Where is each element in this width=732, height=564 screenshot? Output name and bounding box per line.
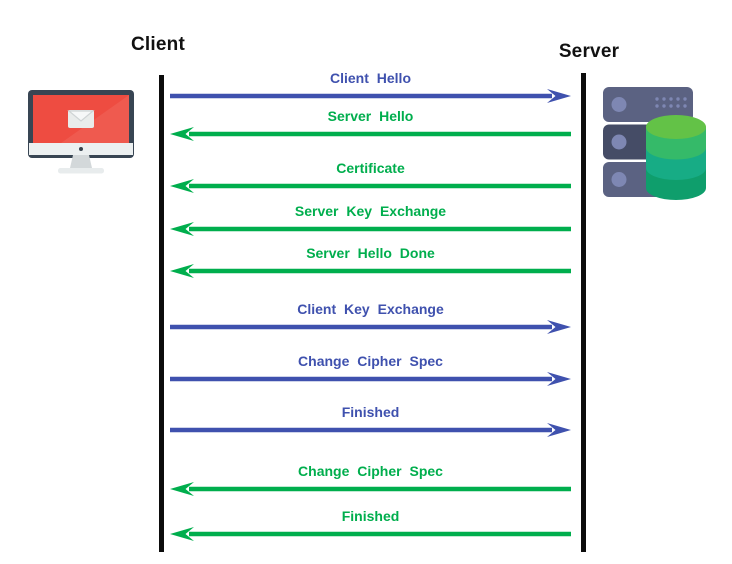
message-client-hello: Client Hello bbox=[169, 68, 572, 104]
arrow-left-icon bbox=[170, 264, 571, 278]
server-database-icon bbox=[603, 87, 706, 200]
message-label: Finished bbox=[341, 404, 400, 420]
message-server-hello: Server Hello bbox=[169, 106, 572, 142]
message-label: Server Key Exchange bbox=[294, 203, 447, 219]
message-finished-client: Finished bbox=[169, 402, 572, 438]
monitor-camera-dot bbox=[79, 147, 83, 151]
database-cylinder bbox=[646, 115, 706, 200]
message-label: Client Key Exchange bbox=[297, 301, 444, 317]
arrow-right-icon bbox=[170, 372, 571, 386]
message-label: Server Hello Done bbox=[306, 245, 435, 261]
message-change-cipher-spec-server: Change Cipher Spec bbox=[169, 461, 572, 497]
arrow-left-icon bbox=[170, 222, 571, 236]
message-label: Finished bbox=[341, 508, 400, 524]
message-server-hello-done: Server Hello Done bbox=[169, 243, 572, 279]
server-lifeline bbox=[581, 73, 586, 552]
arrow-right-icon bbox=[170, 320, 571, 334]
message-label: Client Hello bbox=[329, 70, 411, 86]
client-lifeline bbox=[159, 75, 164, 552]
desktop-computer-icon bbox=[28, 90, 134, 174]
vent-dots bbox=[655, 97, 687, 108]
client-title: Client bbox=[131, 34, 185, 55]
message-label: Server Hello bbox=[327, 108, 414, 124]
monitor-base bbox=[58, 168, 104, 174]
monitor-stand bbox=[70, 155, 92, 168]
arrow-left-icon bbox=[170, 482, 571, 496]
screen-reflection bbox=[61, 95, 129, 143]
message-certificate: Certificate bbox=[169, 158, 572, 194]
message-label: Change Cipher Spec bbox=[298, 353, 443, 369]
message-change-cipher-spec-client: Change Cipher Spec bbox=[169, 351, 572, 387]
arrow-right-icon bbox=[170, 423, 571, 437]
message-label: Change Cipher Spec bbox=[298, 463, 443, 479]
arrow-right-icon bbox=[170, 89, 571, 103]
arrow-left-icon bbox=[170, 127, 571, 141]
message-server-key-exchange: Server Key Exchange bbox=[169, 201, 572, 237]
arrow-left-icon bbox=[170, 179, 571, 193]
message-label: Certificate bbox=[336, 160, 405, 176]
message-client-key-exchange: Client Key Exchange bbox=[169, 299, 572, 335]
envelope-icon bbox=[67, 110, 95, 128]
server-title: Server bbox=[558, 41, 620, 62]
arrow-left-icon bbox=[170, 527, 571, 541]
message-finished-server: Finished bbox=[169, 506, 572, 542]
